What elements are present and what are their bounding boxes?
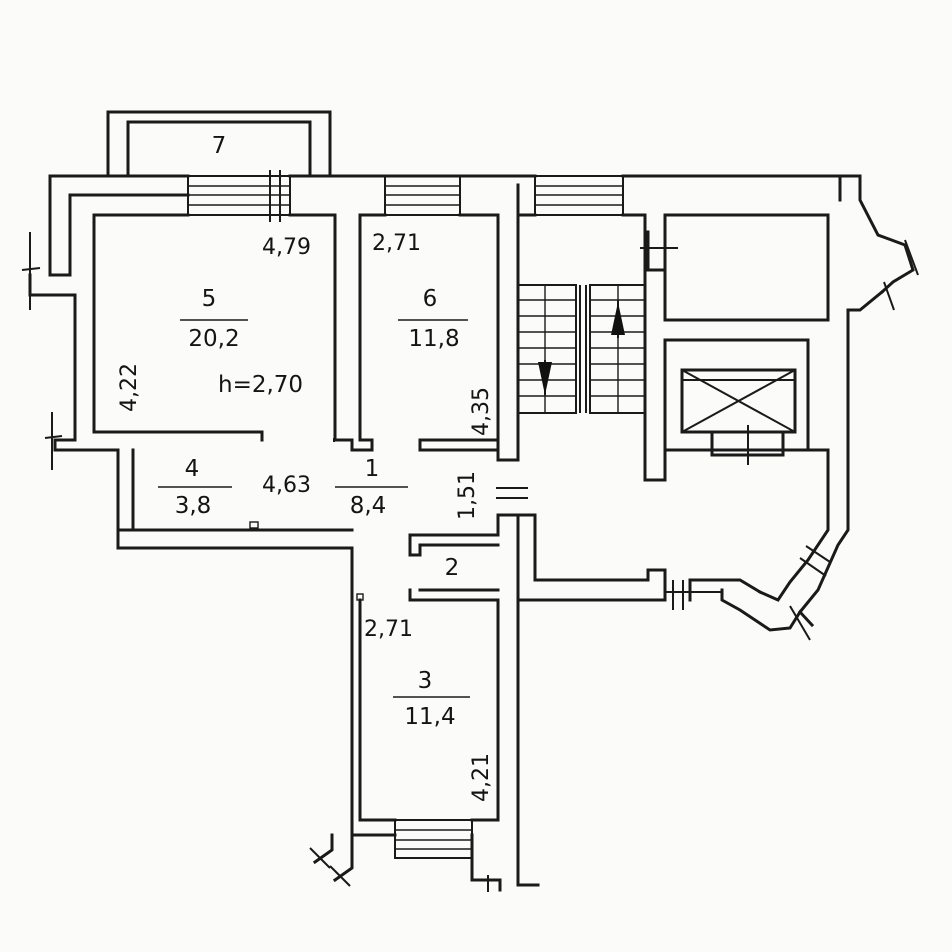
room-5-number: 5 [202, 286, 217, 312]
room-7-label: 7 [212, 133, 227, 159]
dim-room5-width: 4,79 [262, 235, 311, 260]
windows [187, 175, 624, 859]
room-7-number: 7 [212, 133, 227, 159]
dim-room3-width: 2,71 [364, 617, 413, 642]
window-stairwell [534, 175, 624, 216]
dimension-labels: 4,79 2,71 4,22 4,35 4,63 1,51 2,71 4,21 [117, 231, 494, 802]
room-4-label: 4 3,8 [158, 456, 232, 519]
dim-hall-width: 1,51 [455, 471, 480, 520]
dim-room6-width: 2,71 [372, 231, 421, 256]
dim-room3-depth: 4,21 [469, 753, 494, 802]
room-6-label: 6 11,8 [398, 286, 468, 352]
arrow-down-icon [538, 362, 552, 395]
room-2-number: 2 [445, 555, 460, 581]
exterior-walls [28, 174, 540, 892]
room-3-number: 3 [418, 668, 433, 694]
dim-room5-depth: 4,22 [117, 363, 142, 412]
room-1-area: 8,4 [350, 493, 387, 519]
room-6-area: 11,8 [408, 326, 459, 352]
window-room6 [384, 175, 461, 216]
room-1-label: 1 8,4 [335, 456, 408, 519]
window-room5 [187, 175, 291, 216]
room-4-number: 4 [185, 456, 200, 482]
ceiling-height: h=2,70 [218, 372, 303, 398]
room-3-area: 11,4 [404, 704, 455, 730]
window-room3 [394, 819, 473, 859]
arrow-up-icon [611, 302, 625, 335]
room-5-label: 5 20,2 h=2,70 [180, 286, 303, 398]
dim-hall-length: 4,63 [262, 473, 311, 498]
room-2-label: 2 [445, 555, 460, 581]
stairwell [328, 174, 919, 641]
dim-room6-depth: 4,35 [469, 387, 494, 436]
room-4-area: 3,8 [175, 493, 212, 519]
stair-steps [518, 285, 645, 413]
room-5-area: 20,2 [188, 326, 239, 352]
room-6-number: 6 [423, 286, 438, 312]
door-marks [21, 170, 528, 892]
room-1-number: 1 [365, 456, 380, 482]
room-3-label: 3 11,4 [393, 668, 470, 730]
